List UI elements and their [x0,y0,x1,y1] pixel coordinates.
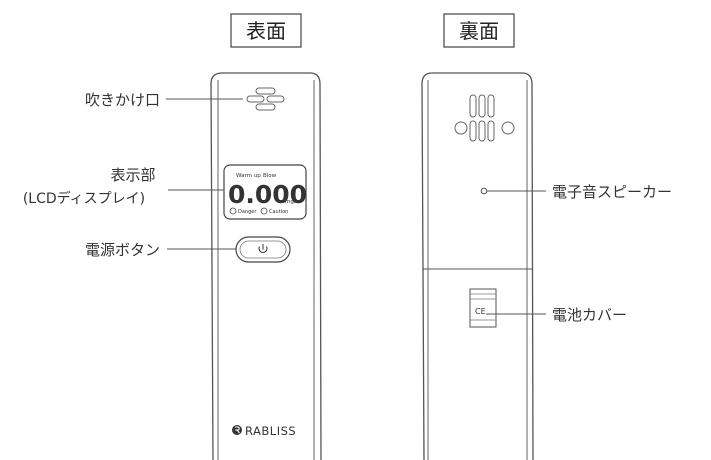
back-heading-text: 裏面 [459,19,499,43]
back-device-body [421,72,534,460]
back-device: CE [421,72,534,460]
lcd-display: Warm up Blow 0.000 mg/L Danger Caution [223,164,307,220]
label-power-button: 電源ボタン [85,241,160,259]
front-device-body [210,72,322,460]
label-battery-cover: 電池カバー [552,306,627,324]
speaker-hole-icon [480,187,488,195]
caution-icon [260,207,268,215]
front-device: Warm up Blow 0.000 mg/L Danger Caution R… [210,72,322,460]
ce-mark: CE [475,307,486,316]
brand-logo: RABLISS [232,424,296,438]
power-button[interactable] [235,236,291,263]
lcd-unit: mg/L [285,199,300,205]
lcd-reading: 0.000 [228,180,307,209]
lcd-warm-up-text: Warm up [236,173,261,179]
front-heading: 表面 [230,13,302,48]
brand-name: RABLISS [245,424,296,438]
lcd-blow-text: Blow [263,173,277,179]
lcd-danger-text: Danger [238,209,257,215]
label-display-line2: (LCDディスプレイ) [23,190,145,207]
back-grille-icon [454,94,515,142]
power-icon [258,244,268,253]
back-heading: 裏面 [443,13,515,48]
leader-lines [166,98,546,315]
label-display-line1: 表示部 [110,166,155,184]
danger-icon [229,207,237,215]
battery-cover-tab[interactable]: CE [469,288,497,328]
mouthpiece-vent-icon [246,87,285,111]
label-speaker: 電子音スピーカー [552,183,672,201]
front-heading-text: 表面 [246,19,286,43]
label-mouthpiece: 吹きかけ口 [85,91,160,109]
lcd-caution-text: Caution [269,209,288,215]
